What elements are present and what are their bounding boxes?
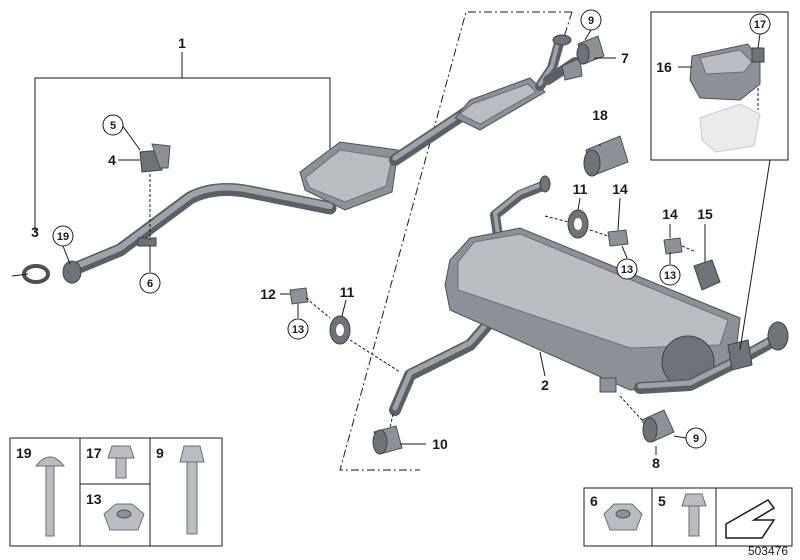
callout-13a: 13 [621, 264, 633, 276]
callout-6: 6 [147, 278, 153, 290]
hanger-14b [663, 237, 697, 255]
callout-14a: 14 [612, 181, 628, 197]
legend-6: 6 [590, 493, 598, 509]
callout-15: 15 [697, 206, 713, 222]
bolt-9-shank [186, 461, 198, 535]
callout-9a: 9 [588, 15, 594, 27]
callout-9b: 9 [693, 433, 699, 445]
callout-11b: 11 [340, 284, 355, 300]
hanger-12 [289, 287, 331, 319]
rubber-mount-11b [329, 315, 401, 373]
legend-17: 17 [86, 445, 102, 461]
bolt-5-head [681, 493, 707, 507]
front-pipe-inlet [62, 260, 82, 284]
diagram-number: 503476 [748, 544, 788, 558]
callout-16: 16 [656, 59, 672, 75]
callout-12: 12 [260, 286, 276, 302]
legend-9: 9 [156, 445, 164, 461]
legend-5: 5 [658, 493, 666, 509]
bracket-rubber-4 [139, 143, 171, 240]
rubber-10 [372, 413, 403, 455]
bolt-19-head [34, 456, 66, 467]
assembly-bracket-1 [34, 52, 331, 232]
front-pipe-center-silencer [62, 34, 583, 284]
callout-2: 2 [541, 377, 549, 393]
callout-3: 3 [31, 224, 39, 240]
rubber-mount-15 [693, 259, 721, 291]
callout-4: 4 [108, 152, 116, 168]
callout-10: 10 [432, 436, 448, 452]
pipe-bracket [561, 57, 583, 81]
bolt-19-shank [45, 465, 55, 537]
front-resonator-top [459, 83, 537, 125]
callout-13c: 13 [292, 324, 304, 336]
leader-lines [62, 29, 761, 455]
bolt-5-shank [688, 505, 700, 537]
legend-13: 13 [86, 491, 102, 507]
fastener-legend-left: 19 17 13 9 [9, 437, 223, 547]
rear-silencer-top [457, 233, 729, 349]
center-silencer-top [304, 149, 393, 203]
exhaust-flap [727, 339, 753, 371]
bolt-9-head [179, 445, 205, 463]
rubber-mount-11a [544, 209, 589, 239]
callout-labels: 1 2 3 4 7 8 10 11 11 12 14 14 15 16 18 [31, 35, 713, 471]
hanger-14a [589, 229, 629, 247]
hanger-plate [137, 237, 157, 247]
tailpipe-tip [767, 321, 789, 351]
circled-callouts: 9 5 6 19 13 13 13 9 17 [52, 9, 771, 449]
callout-13b: 13 [664, 270, 676, 282]
manifold-flange [552, 34, 572, 46]
bolt-17-head [107, 445, 135, 459]
clamp-part [11, 264, 50, 284]
callout-5: 5 [110, 120, 116, 132]
callout-7: 7 [621, 50, 629, 66]
legend-19: 19 [16, 445, 32, 461]
inset-actuator [650, 11, 789, 351]
callout-17: 17 [754, 19, 766, 31]
fastener-legend-right: 6 5 [583, 487, 793, 547]
callout-8: 8 [652, 455, 660, 471]
rubber-8 [619, 395, 675, 443]
direction-arrow-icon [725, 499, 776, 539]
cap-18 [583, 135, 629, 177]
callout-11a: 11 [573, 181, 588, 197]
callout-19: 19 [57, 231, 69, 243]
rear-silencer [389, 175, 789, 416]
callout-18: 18 [592, 107, 608, 123]
callout-1: 1 [178, 35, 186, 51]
rubber-7 [576, 35, 605, 65]
callout-14b: 14 [662, 206, 678, 222]
section-divider [339, 11, 573, 471]
bolt-17-shank [115, 457, 127, 479]
